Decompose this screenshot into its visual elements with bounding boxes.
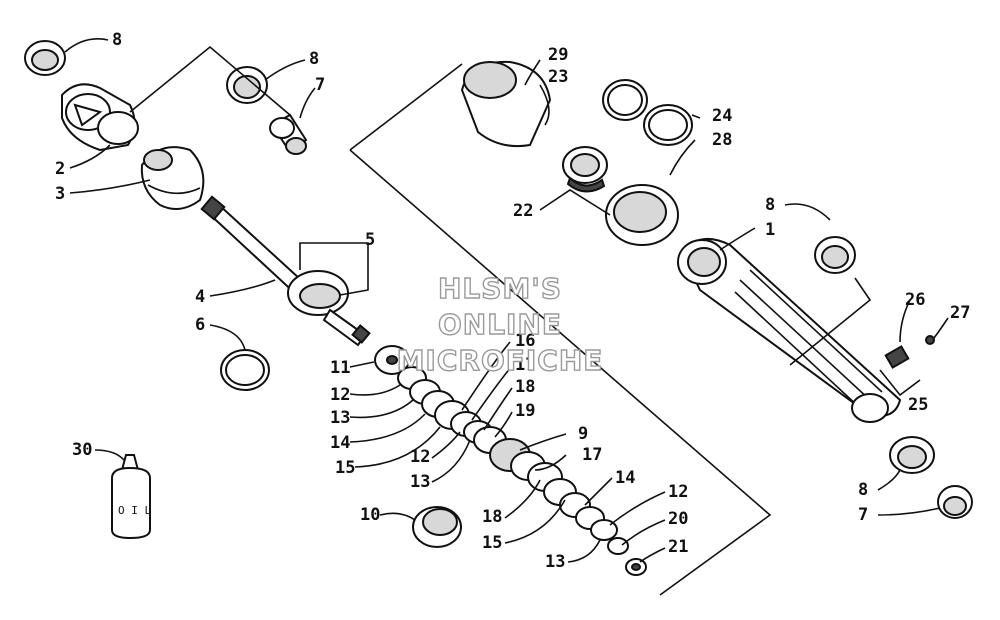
callout-18: 18 [482, 507, 502, 527]
callout-24: 24 [712, 106, 732, 126]
callout-14: 14 [615, 468, 635, 488]
callout-1: 1 [765, 220, 775, 240]
watermark-line-1: HLSM'S [438, 272, 562, 305]
callout-labels: 8 8 7 2 3 4 5 6 11 12 13 14 15 16 17 18 … [55, 30, 970, 572]
callout-13: 13 [410, 472, 430, 492]
callout-28: 28 [712, 130, 732, 150]
valve-26 [884, 345, 910, 369]
callout-7: 7 [315, 75, 325, 95]
watermark-line-2: ONLINE [438, 308, 562, 341]
callout-8: 8 [765, 195, 775, 215]
callout-13: 13 [330, 408, 350, 428]
callout-15: 15 [335, 458, 355, 478]
callout-11: 11 [330, 358, 350, 378]
callout-8: 8 [112, 30, 122, 50]
callout-5: 5 [365, 230, 375, 250]
reservoir-29 [460, 60, 552, 148]
callout-8: 8 [309, 49, 319, 69]
callout-29: 29 [548, 45, 568, 65]
sleeve-7-lower [937, 485, 973, 519]
bottle-label: O I L [118, 504, 151, 517]
callout-27: 27 [950, 303, 970, 323]
callout-21: 21 [668, 537, 688, 557]
o-ring-6 [220, 349, 270, 391]
callout-4: 4 [195, 287, 205, 307]
callout-18: 18 [515, 377, 535, 397]
bushing-8-right-lower [889, 436, 935, 474]
floating-piston-22 [562, 146, 608, 193]
seal-head-28 [605, 184, 679, 246]
callout-7: 7 [858, 505, 868, 525]
callout-19: 19 [515, 401, 535, 421]
seal-ring-10 [412, 506, 462, 548]
watermark-line-3: MICROFICHE [397, 344, 604, 377]
sleeve-7-upper [269, 113, 308, 155]
cap-27 [925, 335, 935, 345]
callout-25: 25 [908, 395, 928, 415]
callout-13: 13 [545, 552, 565, 572]
callout-20: 20 [668, 509, 688, 529]
callout-8: 8 [858, 480, 868, 500]
o-ring-24 [643, 104, 693, 146]
assembly-bracket [349, 63, 772, 596]
bushing-8-right-upper [814, 236, 856, 274]
bushing-8-top-left [24, 40, 66, 76]
callout-14: 14 [330, 433, 350, 453]
callout-2: 2 [55, 159, 65, 179]
callout-12: 12 [330, 385, 350, 405]
callout-12: 12 [668, 482, 688, 502]
piston-5 [287, 270, 371, 347]
reservoir-cap-3 [140, 146, 205, 210]
oil-bottle-30: O I L [111, 454, 151, 540]
callout-12: 12 [410, 447, 430, 467]
callout-15: 15 [482, 533, 502, 553]
callout-23: 23 [548, 67, 568, 87]
eye-bracket [129, 45, 291, 116]
callout-9: 9 [578, 424, 588, 444]
callout-26: 26 [905, 290, 925, 310]
eye-mount-2 [61, 83, 139, 152]
o-ring-23 [602, 79, 648, 121]
callout-17: 17 [515, 355, 535, 375]
callout-17: 17 [582, 445, 602, 465]
callout-16: 16 [515, 331, 535, 351]
leader-lines [64, 38, 949, 563]
callout-3: 3 [55, 184, 65, 204]
watermark: HLSM'S ONLINE MICROFICHE [396, 271, 604, 377]
callout-22: 22 [513, 201, 533, 221]
callout-6: 6 [195, 315, 205, 335]
bushing-8-upper [226, 66, 268, 104]
shock-body-1 [677, 237, 902, 423]
callout-30: 30 [72, 440, 92, 460]
callout-10: 10 [360, 505, 380, 525]
